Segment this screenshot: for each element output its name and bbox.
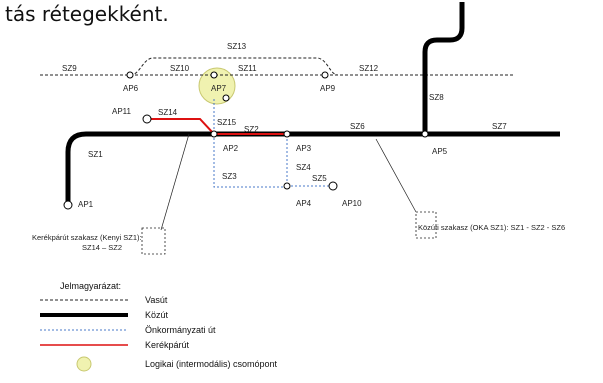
label-ap1: AP1 — [78, 200, 94, 209]
label-sz5: SZ5 — [312, 174, 327, 183]
label-sz8: SZ8 — [429, 93, 444, 102]
road-sz1-sz6-sz7 — [65, 131, 560, 205]
node-ap9 — [321, 71, 329, 79]
label-sz3: SZ3 — [222, 172, 237, 181]
road-sz8 — [422, 2, 465, 134]
label-sz4: SZ4 — [296, 163, 311, 172]
label-sz13: SZ13 — [227, 42, 247, 51]
railway-sz13-bypass — [129, 57, 339, 76]
bike-callout-line1: Kerékpárút szakasz (Kenyi SZ1): — [32, 233, 142, 242]
label-ap11: AP11 — [112, 107, 132, 116]
road-callout-box — [415, 211, 437, 239]
legend-road-label: Közút — [145, 310, 169, 320]
legend-title: Jelmagyarázat: — [60, 281, 121, 291]
node-ap10 — [328, 181, 338, 191]
road-callout-text: Közúti szakasz (OKA SZ1): SZ1 - SZ2 - SZ… — [418, 223, 565, 232]
legend-rail-label: Vasút — [145, 295, 168, 305]
node-ap6 — [126, 71, 134, 79]
bike-path-sz14-sz2 — [147, 118, 287, 135]
legend: Jelmagyarázat: Vasút Közút Önkormányzati… — [40, 281, 278, 372]
label-sz10: SZ10 — [170, 64, 190, 73]
label-ap5: AP5 — [432, 147, 448, 156]
label-ap10: AP10 — [342, 199, 362, 208]
label-sz2: SZ2 — [244, 125, 259, 134]
label-ap6: AP6 — [123, 84, 139, 93]
label-ap4: AP4 — [296, 199, 312, 208]
node-ap4 — [283, 182, 291, 190]
label-sz15: SZ15 — [217, 118, 237, 127]
label-ap3: AP3 — [296, 144, 312, 153]
legend-municipal-label: Önkormányzati út — [145, 325, 216, 335]
node-ap3 — [283, 130, 291, 138]
node-ap11 — [142, 114, 152, 124]
label-sz6: SZ6 — [350, 122, 365, 131]
bike-callout-line2: SZ14 – SZ2 — [82, 243, 122, 252]
label-ap2: AP2 — [223, 144, 239, 153]
label-sz9: SZ9 — [62, 64, 77, 73]
label-sz7: SZ7 — [492, 122, 507, 131]
legend-bike-label: Kerékpárút — [145, 340, 190, 350]
node-ap7-rail — [210, 71, 218, 79]
heading-fragment: tás rétegekként. — [5, 2, 169, 26]
label-sz12: SZ12 — [359, 64, 379, 73]
node-ap2 — [210, 130, 218, 138]
label-sz11: SZ11 — [238, 64, 257, 73]
node-ap1 — [63, 200, 73, 210]
bike-callout-leader — [160, 133, 190, 231]
label-ap7: AP7 — [211, 84, 227, 93]
bike-callout-box — [141, 227, 166, 255]
label-sz14: SZ14 — [158, 108, 178, 117]
municipal-road-sz3-sz4 — [213, 134, 288, 188]
label-sz1: SZ1 — [88, 150, 103, 159]
legend-logical-label: Logikai (intermodális) csomópont — [145, 359, 278, 369]
node-ap5 — [421, 130, 429, 138]
road-callout-leader — [375, 138, 417, 213]
legend-logical-swatch — [76, 356, 92, 372]
label-ap9: AP9 — [320, 84, 336, 93]
node-ap7-road — [222, 94, 230, 102]
